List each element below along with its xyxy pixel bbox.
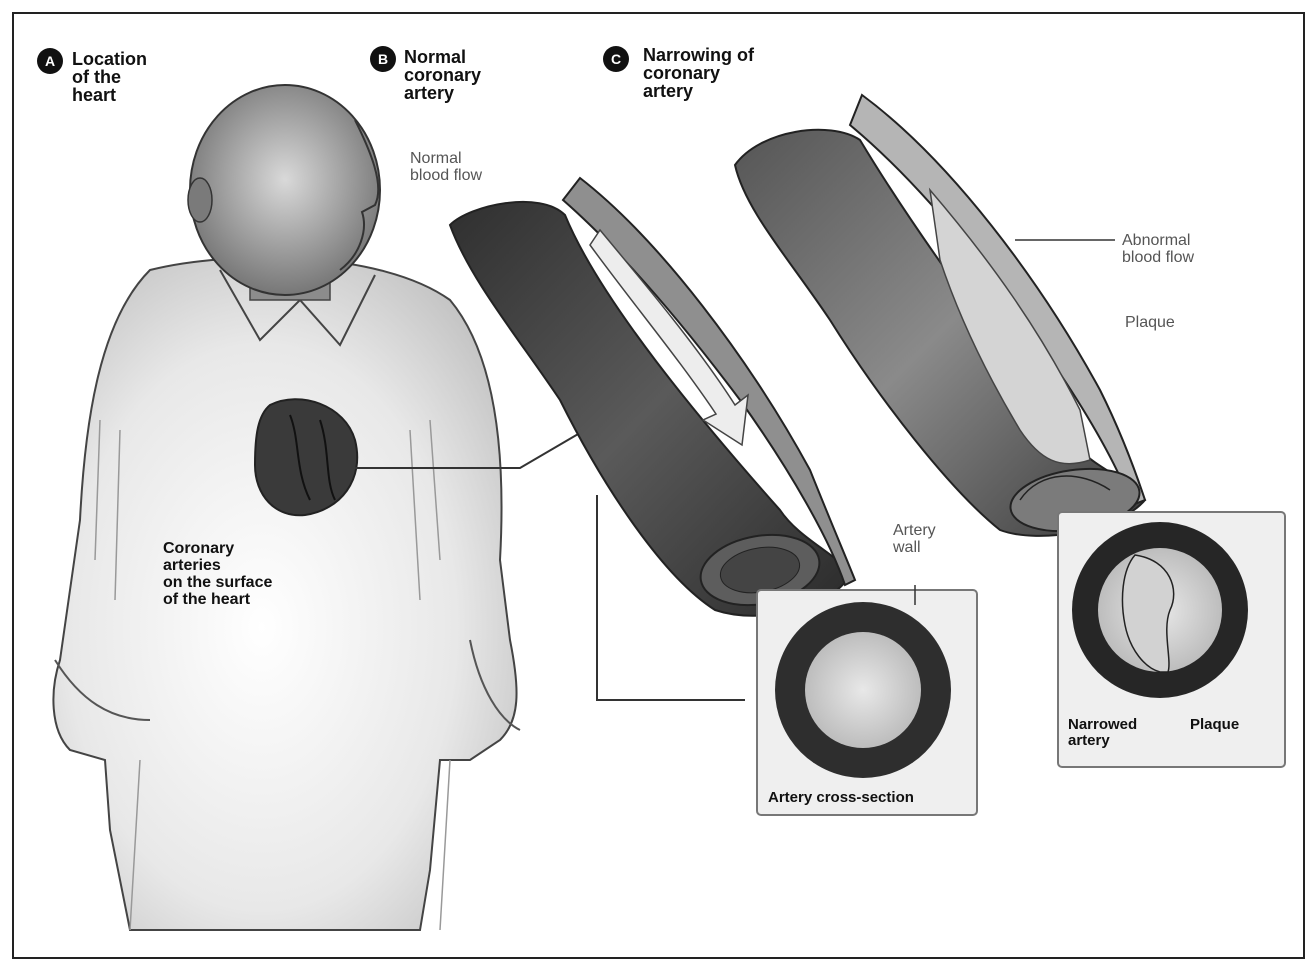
panel-a-badge: A <box>37 48 63 74</box>
artery-wall-label: Artery wall <box>893 522 936 556</box>
narrowed-artery-caption: Narrowed artery <box>1068 717 1137 749</box>
man-figure <box>53 85 520 930</box>
plaque-label: Plaque <box>1125 314 1175 331</box>
panel-c-badge: C <box>603 46 629 72</box>
artery-cross-section-caption: Artery cross-section <box>768 790 914 806</box>
panel-b-badge: B <box>370 46 396 72</box>
plaque-inset-caption: Plaque <box>1190 717 1239 733</box>
panel-a-title: Location of the heart <box>72 50 147 104</box>
panel-c-title: Narrowing of coronary artery <box>643 46 754 100</box>
coronary-arteries-label: Coronary arteries on the surface of the … <box>163 540 272 608</box>
normal-blood-flow-label: Normal blood flow <box>410 150 482 184</box>
abnormal-blood-flow-label: Abnormal blood flow <box>1122 232 1194 266</box>
panel-b-title: Normal coronary artery <box>404 48 481 102</box>
normal-cross-section-inset <box>757 585 977 815</box>
